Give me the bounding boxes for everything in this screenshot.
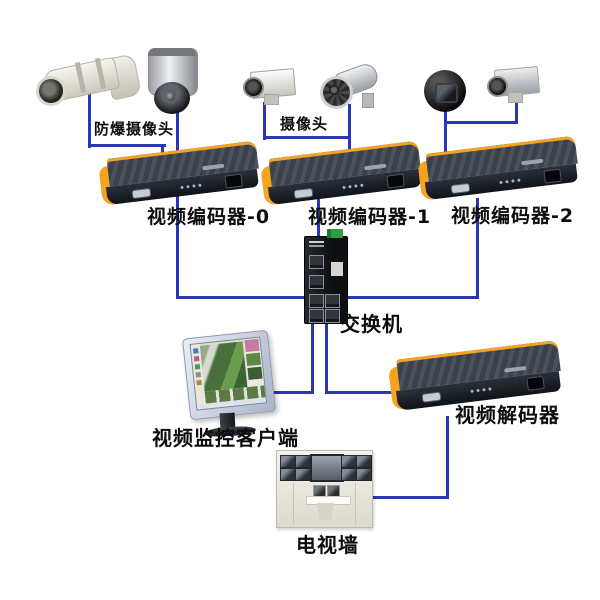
model-text [309,241,324,243]
connection-line [317,194,320,242]
led-indicators [342,185,346,190]
connection-line [88,144,166,147]
connection-line [88,93,91,148]
wall-monitor [341,468,357,481]
toolbar-icons [193,348,199,354]
camera-mount [508,92,523,103]
label-explosion-proof-camera: 防爆摄像头 [94,120,175,138]
connection-line [446,416,449,499]
monitor-frame [181,329,277,421]
connection-line [176,296,312,299]
label-camera: 摄像头 [280,115,329,133]
camera-lens [243,77,264,98]
tv-wall-device [276,450,373,528]
connection-line [325,391,401,394]
brand-mark [364,163,387,171]
label-switch: 交换机 [340,312,403,336]
connection-line [444,121,518,124]
video-encoder-0-device [98,140,262,206]
connection-line [325,320,328,394]
connection-line [176,108,179,162]
connection-line [366,496,449,499]
ethernet-port [309,255,324,269]
camera-mount [362,93,374,108]
network-port [386,173,405,189]
brand-mark [202,163,225,171]
video-thumbnail [245,352,262,367]
camera-top-band [148,48,196,56]
wall-monitor [295,455,311,468]
led-indicators [470,389,474,393]
wall-main-screen [310,454,344,482]
connection-line [263,102,266,140]
serial-port [451,183,470,193]
speed-dome-camera [146,48,200,116]
serial-port [422,392,441,402]
wall-monitor [280,455,296,468]
cabinet-seam [355,483,356,525]
wall-monitor [356,468,372,481]
connection-line [444,108,447,160]
video-decoder-device [388,339,564,411]
video-thumbnail [244,338,260,353]
ethernet-port [309,275,324,289]
wall-monitor [280,468,296,481]
ethernet-port [309,294,324,308]
serial-port [294,188,313,198]
video-feed-main [199,341,248,392]
camera-lens [329,85,339,95]
camera-mount [264,94,279,105]
led-indicators [180,185,184,190]
bullet-camera [320,58,382,109]
label-sticker [331,262,343,276]
camera-lens [166,92,175,101]
connection-line [348,104,351,162]
connection-line [176,196,179,299]
box-camera [242,66,297,106]
connection-line [476,198,479,299]
ethernet-port [325,309,340,323]
video-encoder-1-device [260,140,424,206]
led-indicators [499,180,503,185]
label-tv-wall: 电视墙 [296,533,359,557]
ethernet-port [309,309,324,323]
label-monitor-client: 视频监控客户端 [152,426,299,450]
connection-line [515,97,518,124]
connection-line [344,296,479,299]
camera-lens [487,76,508,97]
network-port [224,173,243,189]
label-encoder-0: 视频编码器-0 [147,206,271,228]
desk-support [316,503,335,520]
serial-port [132,188,151,198]
video-encoder-2-device [417,135,581,201]
wall-monitor [341,455,357,468]
connection-line [263,136,351,139]
brand-mark [504,365,527,373]
video-thumbnail [247,366,263,380]
switch-device [304,229,348,324]
network-port [526,375,545,391]
label-encoder-2: 视频编码器-2 [451,205,575,227]
ethernet-port [325,294,340,308]
camera-lens [36,76,66,106]
network-port [543,168,562,184]
box-camera-silver [486,64,541,104]
camera-lens [435,83,458,103]
label-decoder: 视频解码器 [455,403,560,427]
explosion-proof-camera [36,52,143,108]
label-encoder-1: 视频编码器-1 [308,206,432,228]
connection-line [249,391,313,394]
connection-line [311,320,314,394]
monitor-screen [189,336,268,411]
cabinet-seam [293,483,294,525]
wall-monitor [356,455,372,468]
mini-dome-camera [424,70,466,112]
brand-mark [521,158,544,166]
wall-monitor [295,468,311,481]
power-terminal-block [327,229,343,238]
